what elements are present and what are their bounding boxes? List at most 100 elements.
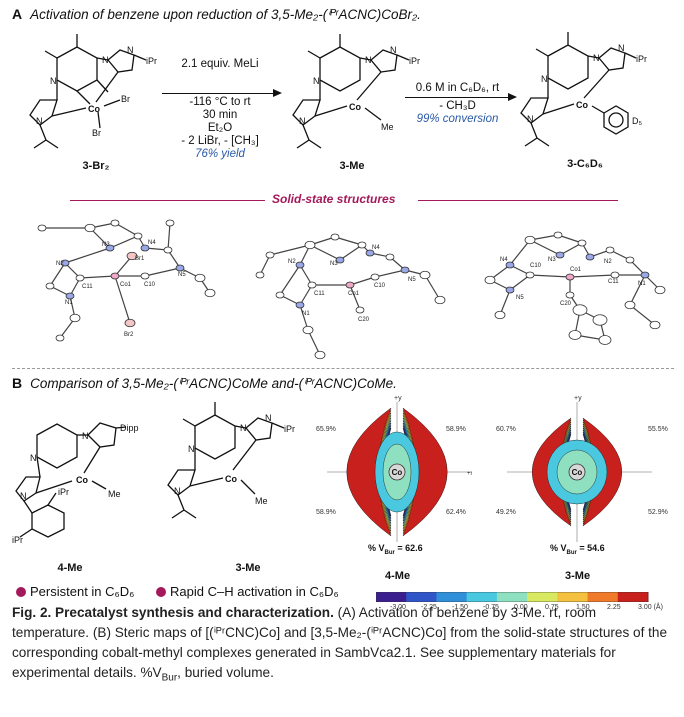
- ortep-atom: [624, 300, 636, 310]
- compound-label-3-br2: 3-Br₂: [82, 160, 110, 172]
- compound-label-4-me: 4-Me: [57, 562, 83, 574]
- ipr-label: iPr: [284, 424, 295, 434]
- figure-caption: Fig. 2. Precatalyst synthesis and charac…: [12, 603, 672, 689]
- reaction-arrow-2: [405, 93, 517, 101]
- colorbar-segment: [557, 592, 589, 602]
- legend-persistent-text: Persistent in C₆D₆: [30, 584, 135, 599]
- ortep-atom: [505, 261, 515, 269]
- step2-details: - CH₃D 99% conversion: [400, 100, 515, 126]
- ortep-atom: [572, 304, 588, 316]
- ipr-label: iPr: [58, 487, 69, 497]
- ortep-atom: [194, 273, 206, 283]
- ortep-atom: [553, 231, 563, 239]
- step2-conversion: 99% conversion: [416, 113, 499, 125]
- ortep-label: C10: [530, 263, 542, 269]
- ortep-atom: [37, 224, 47, 232]
- quadrant-pct: 62.4%: [446, 509, 466, 516]
- n-atom: N: [541, 74, 548, 84]
- step2-byproduct: - CH₃D: [439, 100, 476, 112]
- br-atom: Br: [92, 128, 101, 138]
- co-center-icon: [568, 463, 586, 481]
- ortep-atom: [65, 292, 75, 300]
- ortep-atom: [524, 235, 536, 245]
- colorbar-tick: 2.25: [607, 604, 621, 611]
- ortep-atom: [419, 270, 431, 280]
- ortep-label: Br2: [124, 332, 134, 338]
- br-atom: Br: [121, 94, 130, 104]
- ortep-label: Br1: [135, 256, 145, 262]
- colorbar-tick: -2.25: [421, 604, 437, 611]
- quadrant-pct: 65.9%: [316, 426, 336, 433]
- dipp-label: Dipp: [120, 423, 139, 433]
- ortep-atom: [69, 313, 81, 323]
- axis-x-label: +x: [467, 471, 472, 477]
- steric-map-4-me: +y+xCo: [327, 395, 472, 542]
- ortep-label: C11: [82, 284, 93, 290]
- ortep-atom: [365, 249, 375, 257]
- ortep-atom: [295, 261, 305, 269]
- legend-rapid: Rapid C–H activation in C₆D₆: [156, 584, 339, 599]
- colorbar-tick: -0.75: [483, 604, 499, 611]
- ortep-atom: [434, 295, 446, 305]
- structure-3-c6d5: N N N N Co D₅ iPr: [520, 32, 647, 147]
- d5-label: D₅: [632, 116, 642, 126]
- co-center-label: Co: [572, 468, 583, 477]
- co-center-label: Co: [392, 468, 403, 477]
- solid-state-title: Solid-state structures: [272, 192, 396, 206]
- ortep-label: C10: [374, 283, 386, 289]
- ortep-atom: [484, 275, 496, 285]
- step1-solvent: Et₂O: [207, 122, 233, 134]
- ortep-atom: [302, 325, 314, 335]
- ortep-atom: [84, 223, 96, 233]
- me-label: Me: [255, 496, 268, 506]
- ortep-atom: [577, 239, 587, 247]
- ipr-label: iPr: [12, 535, 23, 545]
- ortep-label: Co1: [120, 282, 132, 288]
- axis-y-label: +y: [574, 395, 582, 402]
- ortep-label: C20: [560, 301, 572, 307]
- ortep-atom: [345, 281, 355, 289]
- caption-title: Fig. 2. Precatalyst synthesis and charac…: [12, 605, 334, 620]
- ortep-label: N4: [372, 245, 380, 251]
- ortep-atom: [555, 251, 565, 259]
- ortep-atom: [295, 301, 305, 309]
- compound-label-3-me: 3-Me: [339, 160, 365, 172]
- structure-4-me: N N Dipp N Co Me iPr iPr: [12, 422, 139, 545]
- ortep-label: N1: [638, 281, 646, 287]
- ortep-atom: [45, 282, 55, 290]
- ortep-atom: [335, 256, 345, 264]
- ortep-atom: [105, 244, 115, 252]
- ortep-atom: [494, 310, 506, 320]
- n-atom: N: [50, 76, 57, 86]
- n-atom: N: [313, 76, 320, 86]
- ortep-atom: [55, 334, 65, 342]
- ortep-atom: [654, 285, 666, 295]
- step1-yield: 76% yield: [195, 148, 245, 160]
- step1-temp: -116 °C to rt: [189, 96, 251, 108]
- quadrant-pct: 49.2%: [496, 509, 516, 516]
- ortep-label: N2: [288, 259, 296, 265]
- ortep-atom: [275, 291, 285, 299]
- ortep-atom: [385, 253, 395, 261]
- compound-label-3-c6d5: 3-C₆D₆: [567, 158, 603, 170]
- ortep-atom: [649, 320, 661, 330]
- ortep-atom: [357, 241, 367, 249]
- compound-label-3-me-b: 3-Me: [235, 562, 261, 574]
- ortep-atom: [110, 219, 120, 227]
- legend-rapid-text: Rapid C–H activation in C₆D₆: [170, 584, 339, 599]
- co-atom: Co: [576, 100, 588, 110]
- ortep-atom: [565, 273, 575, 281]
- ortep-atom: [592, 314, 608, 326]
- quadrant-pct: 55.5%: [648, 426, 668, 433]
- ortep-label: N2: [56, 261, 64, 267]
- ortep-atom: [304, 240, 316, 250]
- colorbar-tick: 1.50: [576, 604, 590, 611]
- me-label: Me: [108, 489, 121, 499]
- ortep-atom: [565, 291, 575, 299]
- ortep-label: N3: [102, 242, 110, 248]
- ortep-atom: [255, 271, 265, 279]
